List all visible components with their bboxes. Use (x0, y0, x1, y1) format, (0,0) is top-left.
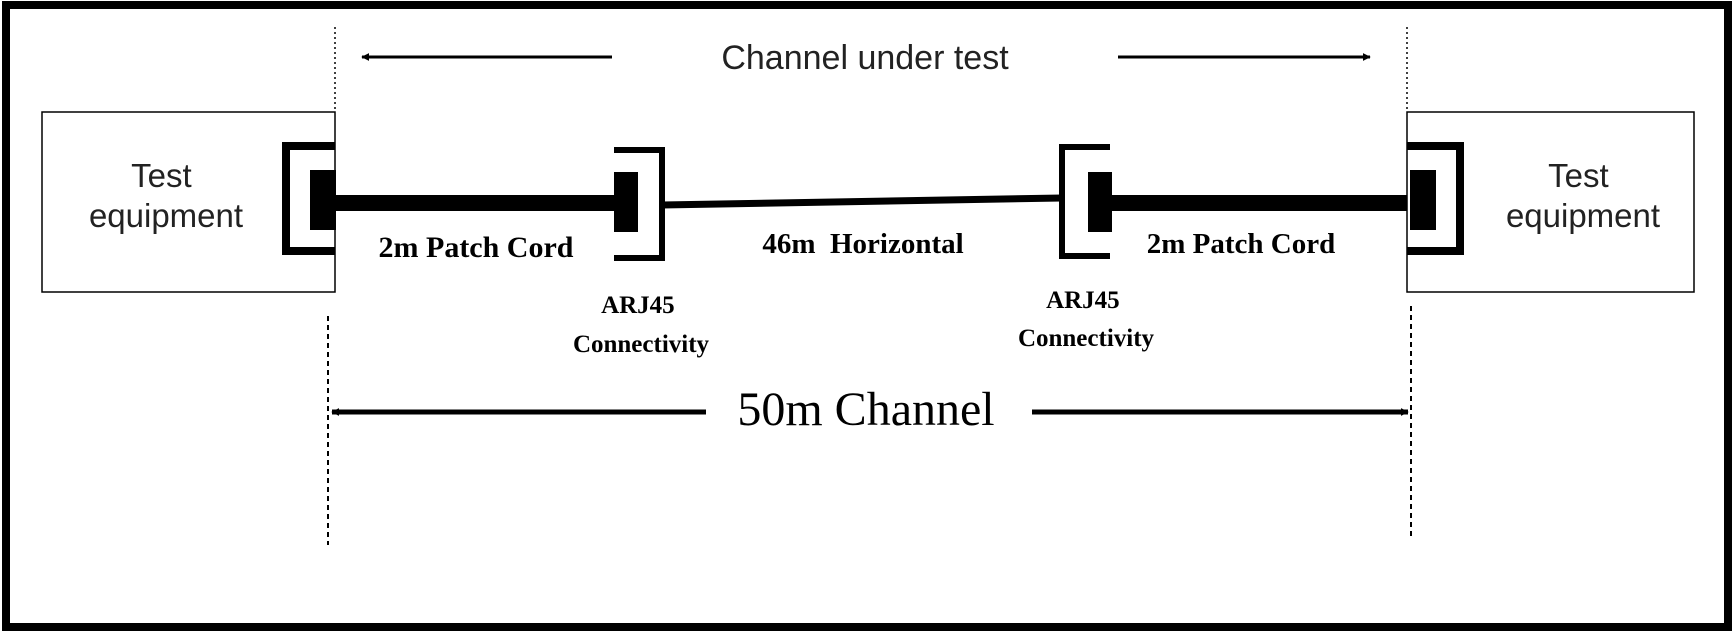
left-patch-cord-label: 2m Patch Cord (379, 231, 574, 264)
right-test-equipment: Test equipment (1406, 111, 1695, 293)
left-equipment-line-1: Test (131, 157, 192, 194)
left-equipment-line-2: equipment (89, 197, 243, 234)
channel-under-test-arrow: Channel under test (361, 39, 1371, 77)
right-equipment-label: Test equipment (1506, 157, 1660, 234)
right-connector-label: ARJ45 Connectivity (1018, 287, 1155, 352)
right-connector-line-1: ARJ45 (1046, 287, 1120, 314)
fifty-meter-channel-arrow: 50m Channel (331, 383, 1409, 436)
horizontal-cable-label: 46m Horizontal (762, 228, 963, 260)
right-patch-cord (1110, 195, 1407, 211)
left-patch-cord (336, 195, 616, 211)
left-connector-line-2: Connectivity (573, 331, 710, 358)
horizontal-cable (661, 194, 1063, 209)
right-equipment-line-2: equipment (1506, 197, 1660, 234)
channel-length-label: 50m Channel (737, 383, 994, 436)
right-patch-cord-label: 2m Patch Cord (1147, 228, 1335, 260)
right-connector-line-2: Connectivity (1018, 325, 1155, 352)
right-arj45-connector (1059, 144, 1112, 259)
right-equipment-line-1: Test (1548, 157, 1609, 194)
channel-under-test-label: Channel under test (721, 39, 1009, 77)
left-connector-label: ARJ45 Connectivity (573, 292, 710, 358)
left-equipment-jack (282, 142, 336, 255)
left-test-equipment: Test equipment (41, 111, 336, 293)
right-equipment-jack (1407, 142, 1464, 255)
left-equipment-label: Test equipment (89, 157, 243, 234)
left-connector-line-1: ARJ45 (601, 292, 675, 319)
